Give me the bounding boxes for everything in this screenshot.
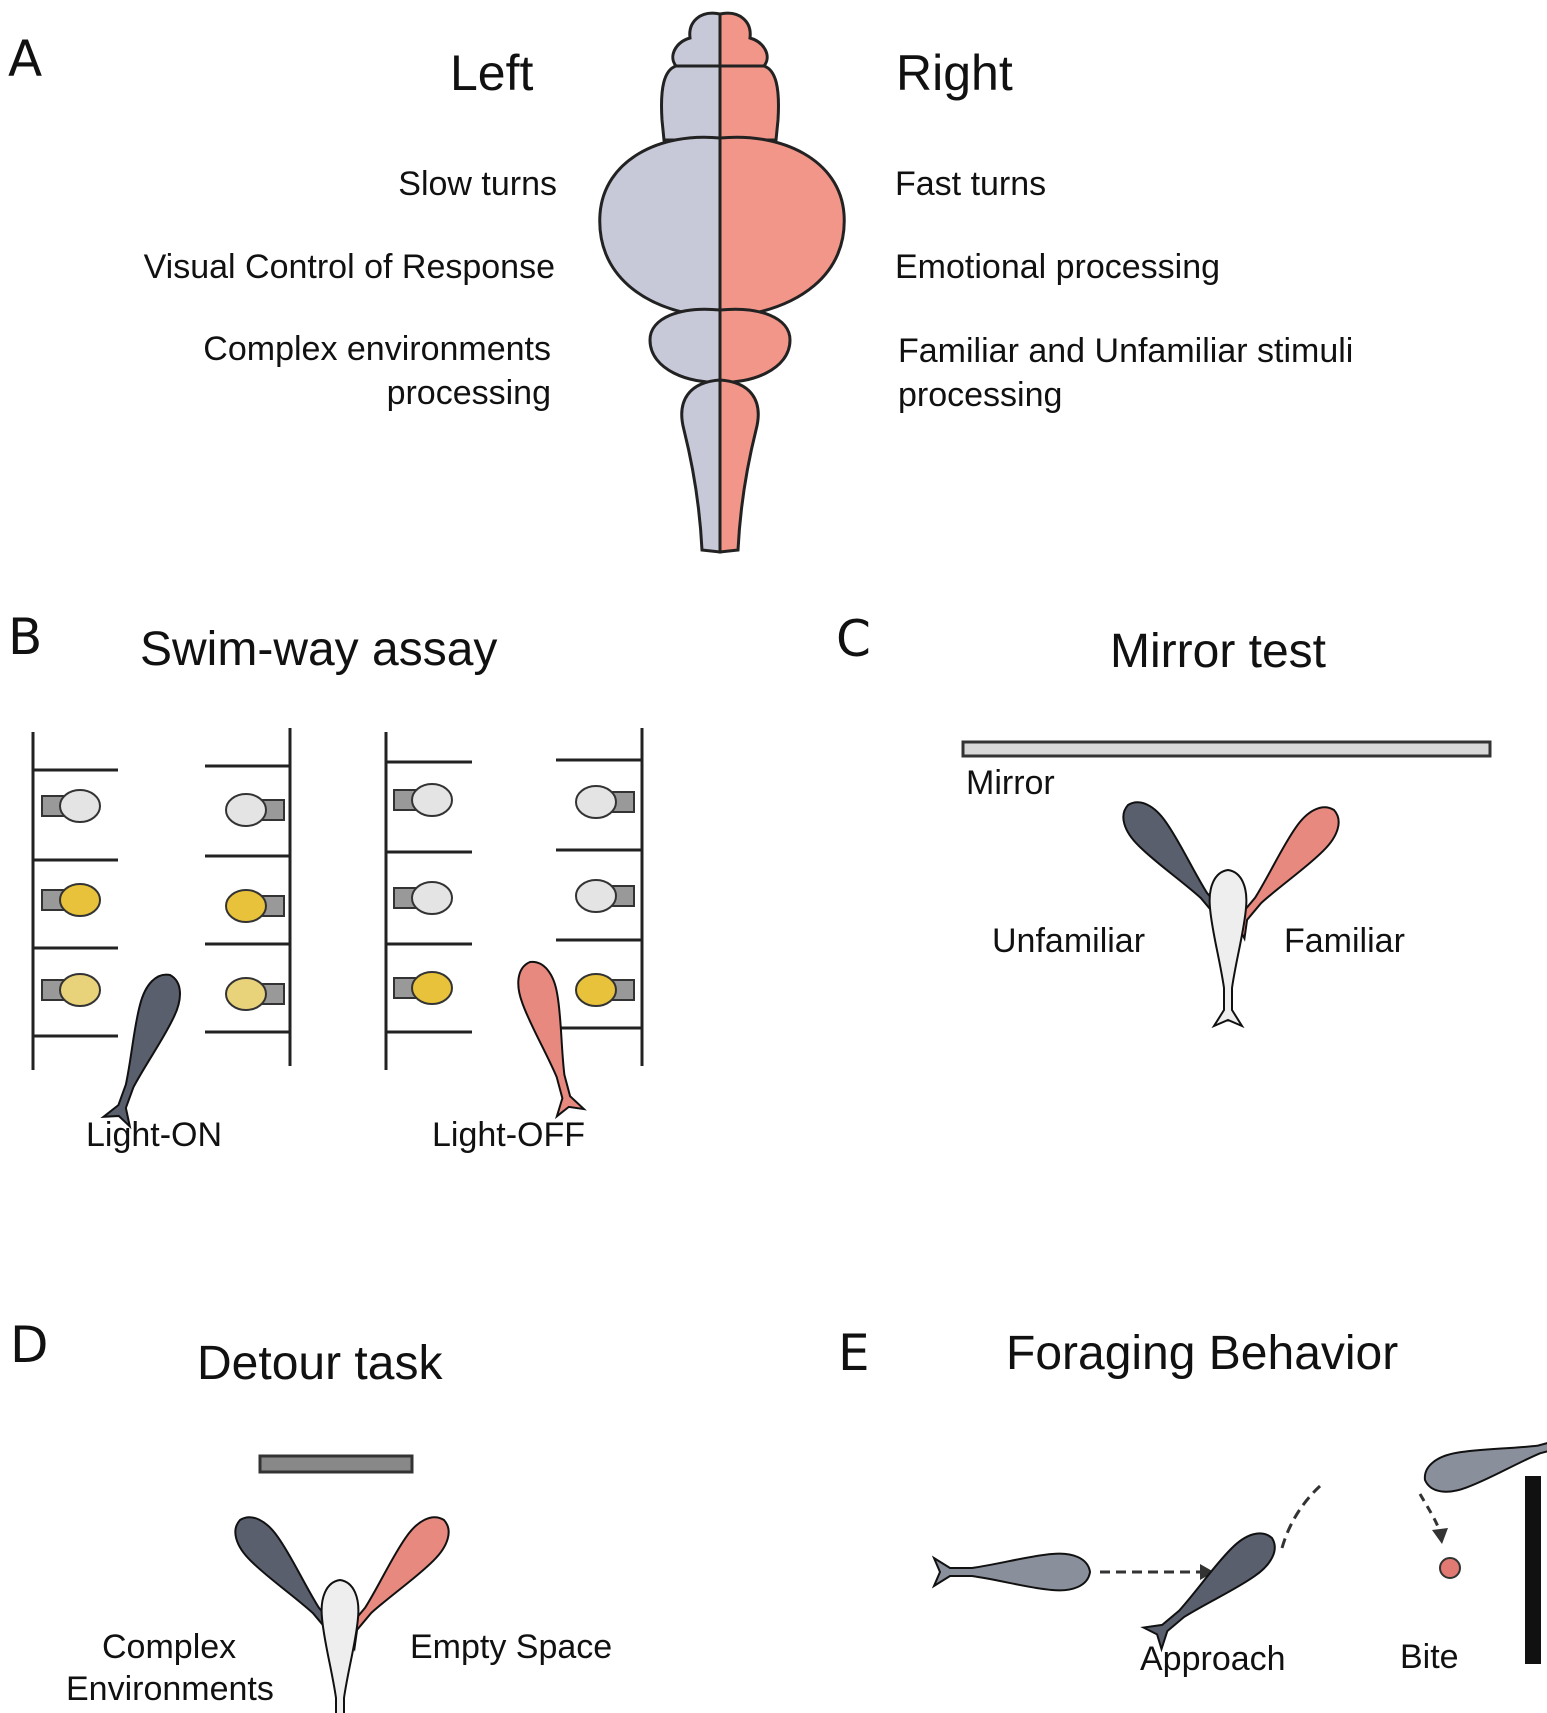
bite-label: Bite [1400, 1638, 1459, 1676]
fish-icon [1208, 869, 1248, 1027]
lamp-icon [41, 883, 101, 917]
left-hemisphere [598, 11, 722, 554]
light-off-label: Light-OFF [432, 1116, 586, 1154]
unfamiliar-label: Unfamiliar [992, 922, 1146, 960]
panel-letter-e: E [838, 1324, 870, 1382]
familiar-label: Familiar [1284, 922, 1405, 960]
fish-icon [98, 967, 189, 1129]
lamp-icon [575, 973, 635, 1007]
arrowhead-icon [1200, 1564, 1214, 1580]
panel-e-title: Foraging Behavior [1006, 1327, 1399, 1380]
lamp-icon [41, 973, 101, 1007]
lamp-icon [225, 793, 285, 827]
approach-label: Approach [1140, 1640, 1286, 1678]
panel-d-title: Detour task [197, 1337, 443, 1390]
light-on-label: Light-ON [86, 1116, 223, 1154]
mirror-label: Mirror [966, 764, 1055, 802]
fish-icon [511, 956, 590, 1119]
swimway-light-on [31, 728, 292, 1070]
prey-dot [1439, 1557, 1461, 1579]
right-function-3a: Familiar and Unfamiliar stimuli [898, 332, 1354, 370]
left-function-3a: Complex environments [203, 330, 551, 368]
right-hemisphere-title: Right [896, 45, 1013, 101]
lamp-icon [575, 785, 635, 819]
left-function-1: Slow turns [398, 165, 557, 203]
complex-label-line1: Complex [102, 1628, 237, 1666]
panel-letter-c: C [836, 610, 871, 668]
right-function-1: Fast turns [895, 165, 1047, 203]
panel-b-title: Swim-way assay [140, 623, 498, 676]
panel-letter-a: A [8, 30, 43, 88]
fish-icon [1139, 1522, 1285, 1654]
right-function-3b: processing [898, 376, 1063, 414]
lamp-icon [225, 977, 285, 1011]
right-hemisphere [718, 11, 846, 554]
lamp-icon [225, 889, 285, 923]
brain-diagram [598, 11, 846, 554]
panel-letter-b: B [8, 608, 43, 666]
left-function-2: Visual Control of Response [143, 248, 555, 286]
fish-icon [320, 1579, 360, 1713]
panel-letter-d: D [10, 1316, 49, 1374]
lamp-icon [41, 789, 101, 823]
panel-c-title: Mirror test [1110, 625, 1326, 678]
bite-arrow [1418, 1493, 1442, 1533]
scale-bar [1525, 1476, 1541, 1664]
fish-icon [933, 1552, 1091, 1592]
left-function-3b: processing [386, 374, 551, 412]
complex-label-line2: Environments [66, 1670, 274, 1708]
swimway-light-off [384, 728, 644, 1070]
lamp-icon [393, 783, 453, 817]
lamp-icon [575, 879, 635, 913]
right-function-2: Emotional processing [895, 248, 1221, 286]
left-hemisphere-title: Left [450, 45, 534, 101]
lamp-icon [393, 881, 453, 915]
arrowhead-icon [1432, 1528, 1448, 1544]
lamp-icon [393, 971, 453, 1005]
path-arrow [1280, 1484, 1322, 1549]
empty-space-label: Empty Space [410, 1628, 613, 1666]
barrier-bar [258, 1454, 414, 1474]
mirror-bar [961, 740, 1492, 758]
